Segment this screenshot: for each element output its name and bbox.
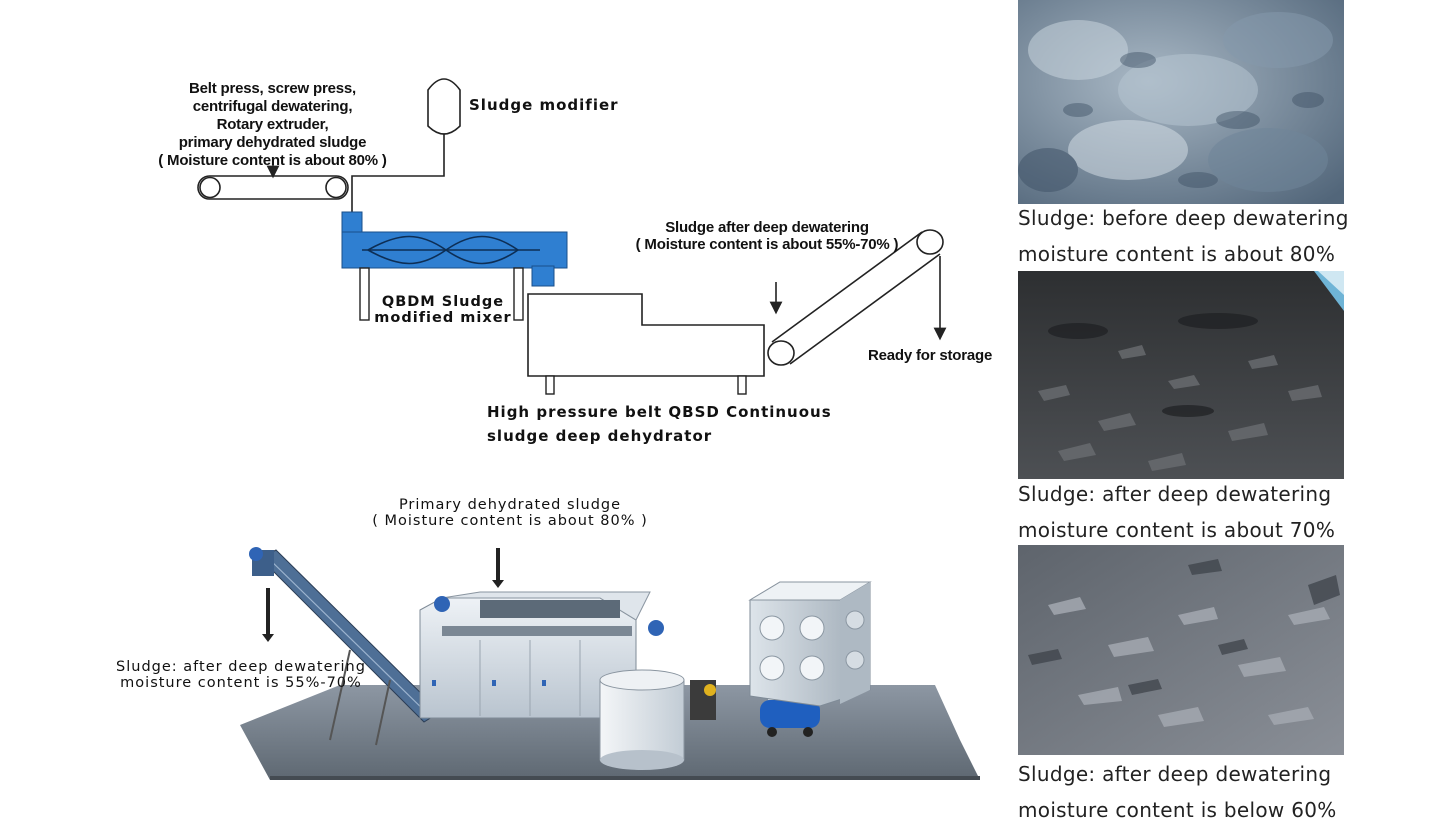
sample-photo-before [1018, 0, 1344, 204]
discharge-conveyor [767, 229, 944, 366]
dehydrator-label-line: sludge deep dehydrator [487, 427, 713, 445]
caption-line: Sludge: after deep dewatering [1018, 762, 1332, 786]
sample-caption-before: Sludge: before deep dewatering moisture … [1018, 200, 1349, 272]
source-label-line: centrifugal dewatering, [192, 98, 353, 115]
process-schematic [197, 78, 947, 395]
mixer-label: QBDM Sludge modified mixer [368, 294, 518, 326]
output-label-line: Sludge: after deep dewatering [116, 659, 366, 675]
source-label-line: primary dehydrated sludge [178, 134, 367, 151]
ready-for-storage-label: Ready for storage [868, 347, 993, 364]
dewatered-sludge-label: Sludge after deep dewatering ( Moisture … [612, 219, 922, 253]
dewatered-label-line: ( Moisture content is about 55%-70% ) [635, 236, 899, 253]
machine-illustration [240, 547, 980, 780]
dehydrator-body [419, 591, 664, 719]
dehydrator-label-line: High pressure belt QBSD Continuous [487, 403, 832, 421]
mixer-label-line: QBDM Sludge [381, 294, 505, 310]
caption-line: Sludge: before deep dewatering [1018, 206, 1349, 230]
dehydrator-label: High pressure belt QBSD Continuous sludg… [487, 400, 832, 448]
chemical-tank [599, 669, 716, 770]
source-label-line: Rotary extruder, [216, 116, 329, 133]
qbsd-dehydrator [527, 293, 765, 395]
dewatered-label-line: Sludge after deep dewatering [665, 219, 869, 236]
sludge-modifier-tank [351, 78, 461, 214]
caption-line: moisture content is about 70% [1018, 518, 1336, 542]
qbdm-mixer [341, 211, 568, 321]
sample-caption-70: Sludge: after deep dewatering moisture c… [1018, 476, 1335, 548]
source-conveyor [197, 175, 349, 200]
mixer-label-line: modified mixer [374, 310, 512, 326]
cube-storage-tank [748, 581, 872, 707]
source-label-line: Belt press, screw press, [189, 80, 356, 97]
output-sludge-label: Sludge: after deep dewatering moisture c… [100, 659, 382, 691]
sample-caption-60: Sludge: after deep dewatering moisture c… [1018, 756, 1337, 828]
output-label-line: moisture content is 55%-70% [120, 675, 362, 691]
caption-line: moisture content is about 80% [1018, 242, 1336, 266]
source-sludge-label: Belt press, screw press, centrifugal dew… [140, 80, 405, 170]
caption-line: Sludge: after deep dewatering [1018, 482, 1332, 506]
input-sludge-label: Primary dehydrated sludge ( Moisture con… [350, 497, 670, 529]
sludge-modifier-label: Sludge modifier [469, 96, 619, 114]
sample-photo-70 [1018, 271, 1344, 479]
source-label-line: ( Moisture content is about 80% ) [158, 152, 387, 169]
input-label-line: ( Moisture content is about 80% ) [372, 513, 648, 529]
sample-photo-60 [1018, 545, 1344, 755]
input-label-line: Primary dehydrated sludge [398, 497, 622, 513]
caption-line: moisture content is below 60% [1018, 798, 1337, 822]
